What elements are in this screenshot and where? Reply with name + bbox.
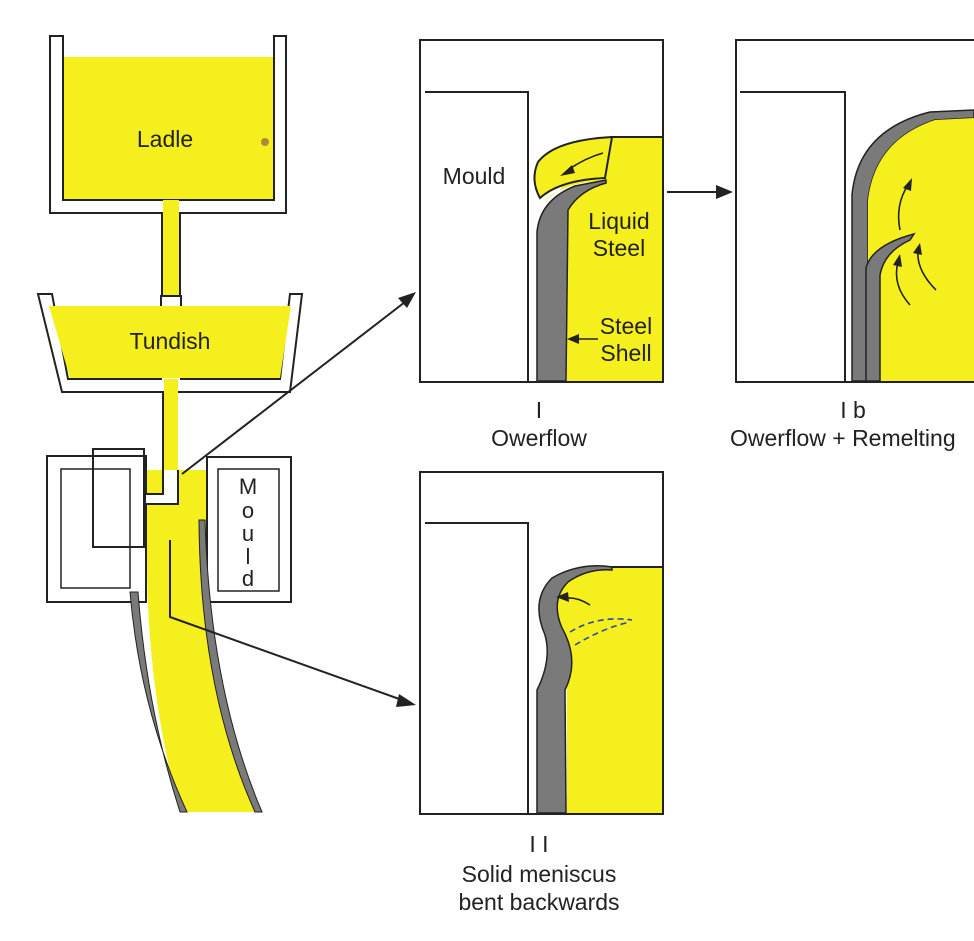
arrow-to-panel-2 — [169, 540, 403, 701]
panel-1-overflow-droplet — [533, 135, 614, 200]
panel-1-mould-label: Mould — [443, 163, 506, 189]
ladle-nozzle-steel — [163, 200, 179, 300]
panel-2-steel-shell — [536, 565, 613, 814]
mould-left-inner — [60, 468, 131, 589]
panel-overflow: Mould Liquid Steel Steel Shell I Owerflo… — [419, 39, 664, 451]
detail-zoom-box — [92, 448, 145, 548]
panel-1-liquid-label-2: Steel — [593, 235, 645, 261]
tundish-liquid-steel — [49, 306, 291, 378]
panel-1-numeral: I — [536, 397, 542, 423]
panel-2-dashed-line-1 — [569, 618, 633, 633]
panel-1b-flow-arrow-2-head — [893, 254, 902, 267]
tundish-nozzle-steel — [164, 379, 178, 471]
mould-letter-u: u — [242, 521, 254, 546]
panel-2-numeral: I I — [529, 831, 548, 857]
panel-1-mould-wall — [425, 91, 529, 381]
strand-liquid-core — [147, 470, 262, 812]
panel-1-steel-shell — [536, 179, 607, 382]
panel-2-mould-wall — [425, 522, 529, 813]
ladle-label: Ladle — [137, 126, 193, 152]
panel-1b-flow-arrow-3-head — [913, 243, 922, 255]
panel-1-shell-pointer-head — [567, 334, 579, 344]
arrow-to-panel-1-head — [398, 292, 416, 308]
panel-1-flow-arrow-head — [560, 165, 575, 176]
mould-letter-m: M — [239, 474, 257, 499]
casting-machine: Ladle Tundish M o u l d — [36, 35, 416, 813]
panel-2-liquid-steel — [554, 568, 662, 813]
mould-letter-o: o — [242, 498, 254, 523]
panel-1-liquid-steel — [542, 138, 662, 381]
panel-1b-mould-wall — [740, 91, 846, 381]
panel-overflow-remelting: I b Owerflow + Remelting — [730, 39, 974, 451]
strand-shell-left — [129, 591, 188, 813]
panel-2-caption-1: Solid meniscus — [462, 861, 617, 887]
mould-letter-l: l — [246, 544, 251, 569]
panel-1-caption: Owerflow — [491, 425, 587, 451]
panel-2-flow-arrow-head — [556, 592, 569, 602]
tundish-label: Tundish — [130, 328, 211, 354]
panel-1-shell-label-1: Steel — [600, 313, 652, 339]
mould-right-inner — [217, 468, 280, 592]
panel-1b-numeral: I b — [840, 397, 866, 423]
panel-1b-flow-arrow-1-head — [903, 178, 912, 191]
panel-1-liquid-label-1: Liquid — [588, 208, 649, 234]
panel-1-shell-label-2: Shell — [600, 340, 651, 366]
panel-solid-meniscus: I I Solid meniscus bent backwards — [419, 471, 664, 915]
panel-2-dashed-line-2 — [574, 621, 631, 646]
arrow-to-panel-1 — [181, 301, 406, 475]
ladle-liquid-steel — [64, 57, 273, 199]
arrow-panel1-to-panel1b-head — [716, 185, 733, 199]
panel-1b-caption: Owerflow + Remelting — [730, 425, 956, 451]
panel-1b-remelting-shell — [865, 232, 916, 382]
arrow-to-panel-2-head — [396, 694, 416, 707]
panel-2-caption-2: bent backwards — [458, 889, 619, 915]
mould-letter-d: d — [242, 566, 254, 591]
strand-shell-right — [198, 519, 263, 813]
ladle-spot — [261, 138, 269, 146]
